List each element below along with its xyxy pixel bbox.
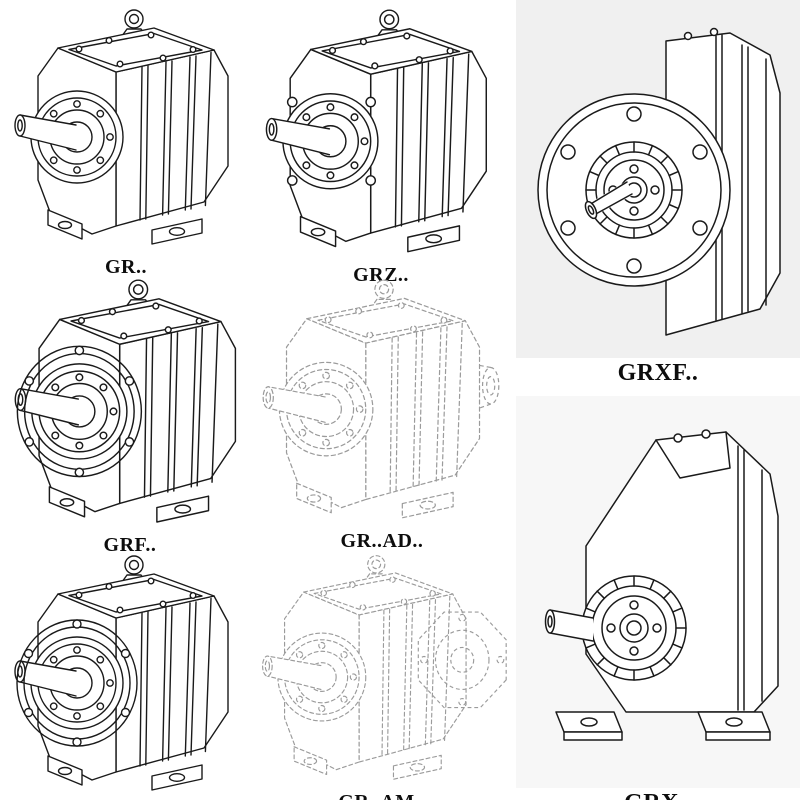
catalog-cell-grx: GRX.. (516, 396, 800, 800)
catalog-cell-grz: GRZ.. (252, 4, 510, 286)
gearbox-drawing-gram (254, 550, 510, 789)
gearbox-drawing-grxf (516, 0, 800, 358)
gearbox-drawing-grad (254, 274, 510, 528)
catalog-cell-grf: GRF.. (6, 274, 254, 556)
gearbox-drawing-grf (6, 274, 254, 532)
label-grad: GR..AD.. (340, 529, 424, 552)
gearbox-drawing-grx (516, 396, 800, 788)
gearbox-drawing-grff (6, 550, 246, 800)
label-gram: GR..AM.. (254, 789, 510, 800)
label-grxf: GRXF.. (617, 360, 699, 386)
label-gr: GR.. (105, 256, 147, 278)
label-grx: GRX.. (516, 788, 800, 800)
catalog-cell-gr: GR.. (6, 4, 246, 278)
label-grf: GRF.. (103, 534, 157, 557)
catalog-cell-grad: GR..AD.. (254, 274, 510, 552)
catalog-cell-grxf: GRXF.. (516, 0, 800, 392)
gearbox-drawing-gr (6, 4, 246, 254)
catalog-cell-grff: GR..F (6, 550, 246, 794)
label-grz: GRZ.. (353, 264, 409, 286)
catalog-cell-gram: GR..AM.. (254, 550, 510, 800)
gearbox-drawing-grz (252, 4, 510, 262)
